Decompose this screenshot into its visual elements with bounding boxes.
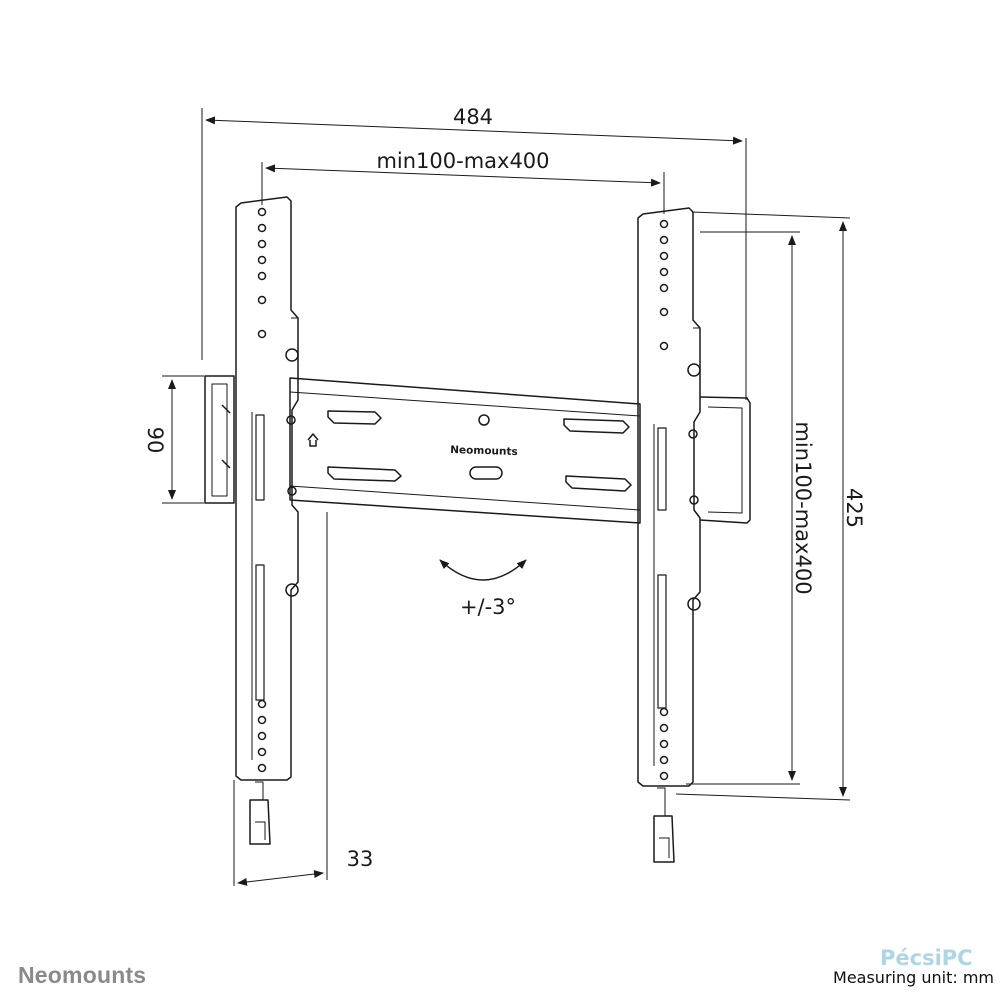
rail-height-label: 90 — [143, 427, 167, 454]
wall-depth-label: 33 — [347, 847, 374, 871]
tilt-arrow — [439, 559, 527, 581]
dimension-overall-height — [675, 211, 851, 801]
measuring-unit-note: Measuring unit: mm — [833, 968, 994, 987]
rail-brand-logo: Neomounts — [450, 444, 518, 458]
overall-width-label: 484 — [453, 105, 493, 129]
dimension-rail-height — [162, 375, 204, 504]
vesa-horizontal-label: min100-max400 — [376, 149, 549, 173]
horizontal-wall-rail — [204, 375, 751, 524]
right-vertical-arm — [637, 207, 701, 863]
dimension-vesa-horizontal — [261, 162, 665, 214]
dimension-overall-width — [201, 108, 747, 400]
watermark-logo: PécsiPC — [880, 946, 973, 970]
vesa-vertical-label: min100-max400 — [791, 421, 815, 594]
left-vertical-arm — [235, 196, 299, 845]
dimension-vesa-vertical — [686, 231, 800, 785]
tilt-label: +/-3° — [460, 595, 516, 619]
dimension-wall-depth — [233, 512, 328, 886]
overall-height-label: 425 — [842, 488, 866, 528]
footer-brand-logo: Neomounts — [18, 962, 147, 988]
